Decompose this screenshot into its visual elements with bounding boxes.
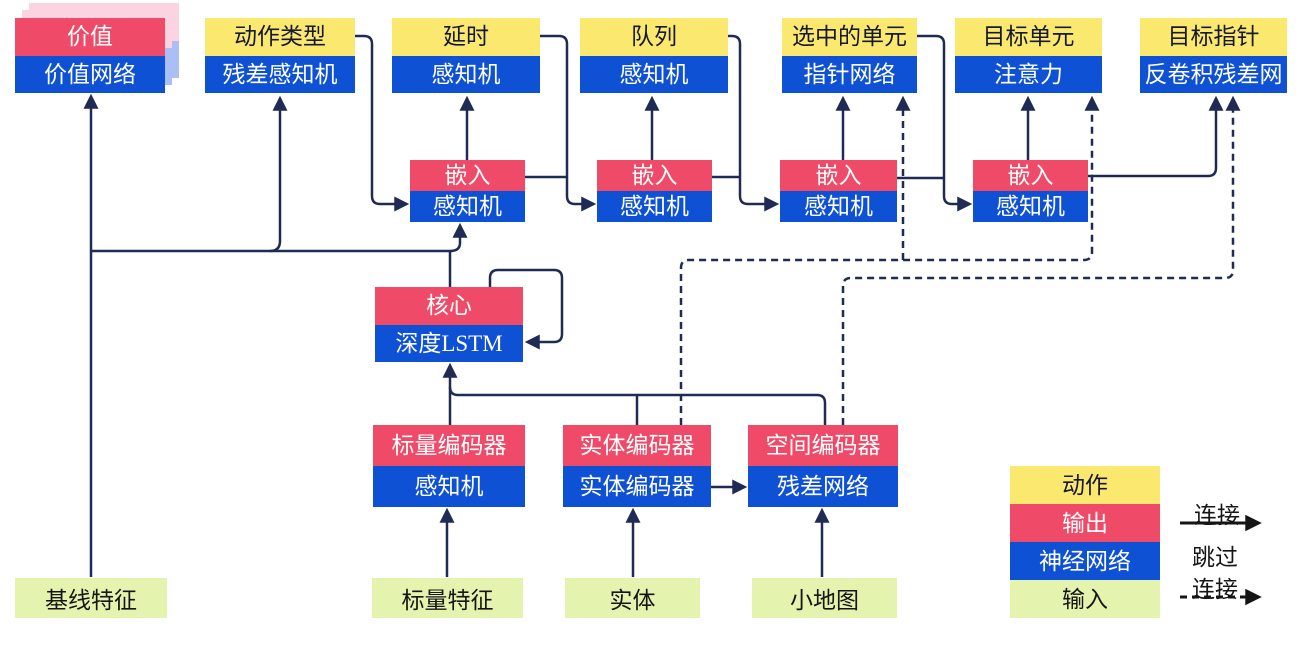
node-action-type-network: 残差感知机 xyxy=(205,55,355,93)
node-scalar-encoder-title: 标量编码器 xyxy=(373,425,525,466)
node-delay-title: 延时 xyxy=(392,18,540,56)
node-queue-network: 感知机 xyxy=(580,55,728,93)
node-entity-encoder-network: 实体编码器 xyxy=(563,466,711,507)
node-queue: 队列 感知机 xyxy=(580,18,728,93)
node-embedding-4: 嵌入 感知机 xyxy=(973,160,1088,222)
node-embedding-3-network: 感知机 xyxy=(780,191,897,222)
node-core-title: 核心 xyxy=(375,287,523,325)
node-embedding-2: 嵌入 感知机 xyxy=(597,160,712,222)
node-value-head-title: 价值 xyxy=(15,18,165,56)
legend-connection-label: 连接 xyxy=(1194,503,1240,528)
node-delay-network: 感知机 xyxy=(392,55,540,93)
node-embedding-4-network: 感知机 xyxy=(973,191,1088,222)
edge-trunk-to-action-type xyxy=(269,95,288,253)
edge-core-trunk-to-embedding1 xyxy=(91,222,468,253)
skip-edge-spatial-encoder-to-target-point xyxy=(841,95,1241,425)
node-spatial-encoder-network: 残差网络 xyxy=(748,466,898,507)
node-selected-units-title: 选中的单元 xyxy=(782,18,917,56)
node-embedding-2-title: 嵌入 xyxy=(597,160,712,191)
node-scalar-encoder-network: 感知机 xyxy=(373,466,525,507)
legend-input: 输入 xyxy=(1010,580,1160,618)
node-embedding-2-network: 感知机 xyxy=(597,191,712,222)
legend-neural-network: 神经网络 xyxy=(1010,542,1160,580)
node-minimap: 小地图 xyxy=(752,578,897,618)
node-target-point: 目标指针 反卷积残差网 xyxy=(1140,18,1287,93)
node-queue-title: 队列 xyxy=(580,18,728,56)
node-embedding-3-title: 嵌入 xyxy=(780,160,897,191)
node-embedding-1-network: 感知机 xyxy=(410,191,525,222)
node-selected-units-network: 指针网络 xyxy=(782,55,917,93)
node-value-head: 价值 价值网络 xyxy=(15,18,165,93)
node-target-point-network: 反卷积残差网 xyxy=(1140,55,1287,93)
skip-edge-entity-encoder-to-target-unit xyxy=(679,95,1100,425)
node-selected-units: 选中的单元 指针网络 xyxy=(782,18,917,93)
node-entity-encoder: 实体编码器 实体编码器 xyxy=(563,425,711,507)
node-entities: 实体 xyxy=(565,578,700,618)
edge-spatial-encoder-trunk xyxy=(448,386,827,425)
node-action-type-title: 动作类型 xyxy=(205,18,355,56)
node-scalar-features: 标量特征 xyxy=(372,578,523,618)
edge-queue-to-embedding3 xyxy=(728,34,780,212)
node-baseline-features: 基线特征 xyxy=(15,578,167,618)
node-spatial-encoder: 空间编码器 残差网络 xyxy=(748,425,898,507)
node-embedding-3: 嵌入 感知机 xyxy=(780,160,897,222)
node-target-unit: 目标单元 注意力 xyxy=(955,18,1102,93)
edge-embedding4-to-target-point xyxy=(1088,95,1224,178)
node-entity-encoder-title: 实体编码器 xyxy=(563,425,711,466)
legend-skip-label-line1: 跳过 xyxy=(1192,545,1238,570)
node-embedding-1-title: 嵌入 xyxy=(410,160,525,191)
node-target-unit-network: 注意力 xyxy=(955,55,1102,93)
node-embedding-4-title: 嵌入 xyxy=(973,160,1088,191)
node-spatial-encoder-title: 空间编码器 xyxy=(748,425,898,466)
node-target-unit-title: 目标单元 xyxy=(955,18,1102,56)
node-action-type: 动作类型 残差感知机 xyxy=(205,18,355,93)
node-value-head-network: 价值网络 xyxy=(15,55,165,93)
legend-action: 动作 xyxy=(1010,466,1160,504)
legend-skip-label-line2: 连接 xyxy=(1192,577,1238,602)
node-scalar-encoder: 标量编码器 感知机 xyxy=(373,425,525,507)
legend-output: 输出 xyxy=(1010,504,1160,542)
legend-color-key: 动作 输出 神经网络 输入 xyxy=(1010,466,1160,618)
node-delay: 延时 感知机 xyxy=(392,18,540,93)
node-embedding-1: 嵌入 感知机 xyxy=(410,160,525,222)
node-core-network: 深度LSTM xyxy=(375,324,523,362)
node-target-point-title: 目标指针 xyxy=(1140,18,1287,56)
node-core: 核心 深度LSTM xyxy=(375,287,523,362)
